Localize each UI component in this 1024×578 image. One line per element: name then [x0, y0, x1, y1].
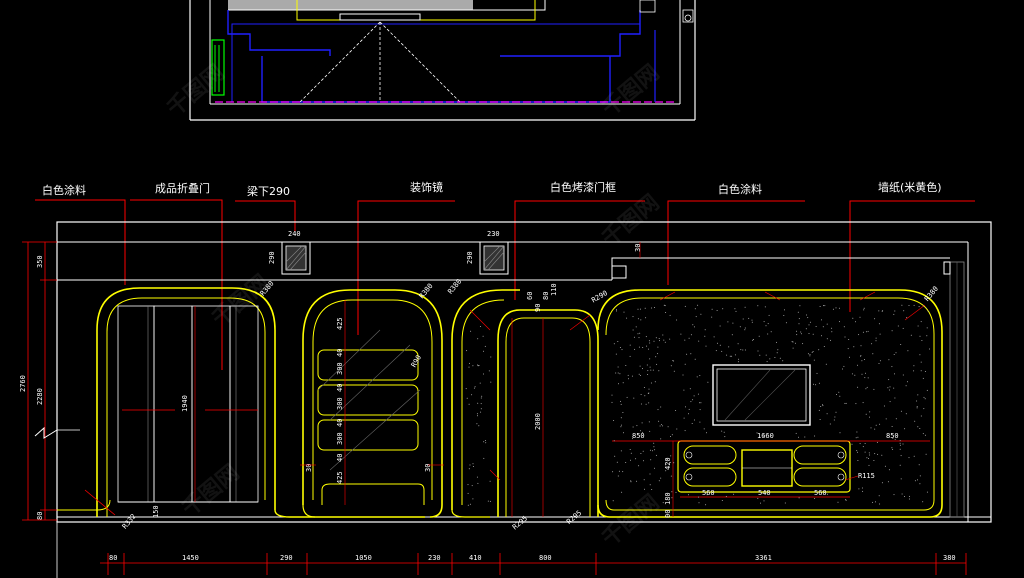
svg-text:60: 60	[526, 292, 534, 300]
left-dimensions: 2760 350 2280 80	[19, 241, 80, 521]
arch-folding-door: 1940 R380 R332 150	[57, 280, 276, 531]
svg-text:425: 425	[336, 317, 344, 330]
svg-text:90: 90	[534, 304, 542, 312]
svg-text:千图网: 千图网	[598, 190, 665, 252]
arch-mirror: 425 40 300 40 300 40 300 40 425 R90 R380…	[274, 278, 463, 518]
vent-left: 240 290	[268, 230, 311, 275]
svg-text:425: 425	[336, 471, 344, 484]
svg-text:2760: 2760	[19, 375, 27, 392]
svg-text:30: 30	[305, 464, 313, 472]
svg-text:410: 410	[469, 554, 482, 562]
watermark: 千图网 千图网 千图网 千图网 千图网 千图网	[163, 60, 665, 552]
wall-outline	[56, 221, 992, 523]
vent-right: 230 290	[466, 230, 509, 275]
svg-text:千图网: 千图网	[178, 460, 245, 522]
svg-text:800: 800	[539, 554, 552, 562]
svg-text:1660: 1660	[757, 432, 774, 440]
svg-text:230: 230	[487, 230, 500, 238]
label-white-paint-left: 白色涂料	[42, 183, 86, 197]
svg-text:40: 40	[336, 349, 344, 357]
svg-text:40: 40	[336, 454, 344, 462]
svg-text:300: 300	[336, 432, 344, 445]
svg-text:850: 850	[886, 432, 899, 440]
plan-view	[189, 0, 696, 121]
svg-text:300: 300	[336, 397, 344, 410]
label-wallpaper: 墙纸(米黄色)	[878, 180, 942, 194]
material-labels: 白色涂料 成品折叠门 梁下290 装饰镜 白色烤漆门框 白色涂料 墙纸(米黄色)	[35, 180, 975, 370]
svg-text:380: 380	[943, 554, 956, 562]
svg-text:300: 300	[336, 362, 344, 375]
svg-text:30: 30	[634, 244, 642, 252]
svg-text:3361: 3361	[755, 554, 772, 562]
svg-text:80: 80	[109, 554, 117, 562]
svg-text:560: 560	[814, 489, 827, 497]
svg-text:R90: R90	[410, 354, 423, 369]
svg-text:千图网: 千图网	[598, 490, 665, 552]
svg-text:350: 350	[36, 255, 44, 268]
svg-text:1940: 1940	[181, 395, 189, 412]
label-beam: 梁下290	[247, 184, 290, 198]
svg-text:560: 560	[702, 489, 715, 497]
svg-text:2280: 2280	[36, 388, 44, 405]
svg-text:2000: 2000	[534, 413, 542, 430]
svg-text:240: 240	[288, 230, 301, 238]
svg-text:千图网: 千图网	[598, 60, 665, 122]
label-folding-door: 成品折叠门	[155, 181, 210, 195]
svg-text:80: 80	[542, 292, 550, 300]
svg-text:420: 420	[664, 457, 672, 470]
svg-text:R380: R380	[418, 282, 435, 300]
svg-text:540: 540	[758, 489, 771, 497]
svg-text:290: 290	[268, 251, 276, 264]
svg-text:80: 80	[36, 512, 44, 520]
bottom-dimensions: 80 1450 290 1050 230 410 800 3361 380	[56, 522, 967, 578]
svg-text:290: 290	[466, 251, 474, 264]
svg-text:R115: R115	[858, 472, 875, 480]
svg-text:180: 180	[664, 492, 672, 505]
arch-door-frame: 2000 90 80 110 60 R290 R295 R295	[451, 283, 609, 531]
arch-tv-wall: 850 1660 850 560 540 560 420 180 00 R115…	[597, 242, 943, 518]
svg-text:110: 110	[550, 283, 558, 296]
label-mirror: 装饰镜	[410, 180, 443, 194]
svg-text:850: 850	[632, 432, 645, 440]
svg-text:230: 230	[428, 554, 441, 562]
svg-text:40: 40	[336, 419, 344, 427]
svg-text:00: 00	[664, 510, 672, 518]
svg-text:40: 40	[336, 384, 344, 392]
label-white-paint-right: 白色涂料	[718, 182, 762, 196]
wallpaper-texture	[465, 304, 930, 506]
svg-text:1450: 1450	[182, 554, 199, 562]
svg-text:150: 150	[152, 505, 160, 518]
svg-text:30: 30	[424, 464, 432, 472]
label-door-frame: 白色烤漆门框	[550, 180, 616, 194]
svg-text:1050: 1050	[355, 554, 372, 562]
svg-text:290: 290	[280, 554, 293, 562]
